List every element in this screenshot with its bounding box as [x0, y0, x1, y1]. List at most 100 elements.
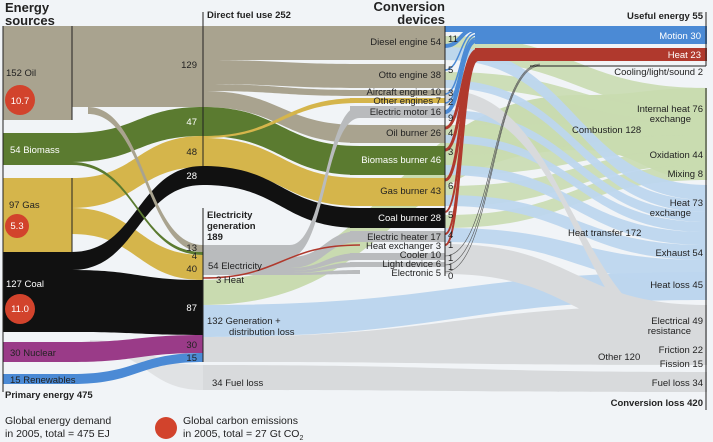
flow-to-other-engines [203, 98, 360, 138]
device-block [350, 98, 445, 103]
heat-transfer-loss-flow [445, 228, 707, 285]
conversion-header: Conversion [373, 0, 445, 14]
device-label: Aircraft engine 10 [367, 87, 441, 98]
fuel-loss-label: 34 Fuel loss [212, 378, 263, 389]
flow-nuclear-elec-band [72, 335, 203, 362]
flow-coal-elec-band [72, 270, 203, 335]
heat-flow [444, 52, 479, 182]
flow-to-gas-burner [203, 138, 360, 206]
source-nuclear-block [3, 342, 72, 362]
heat-transfer-loss-flow [445, 110, 707, 222]
other-loss-flow [203, 305, 707, 365]
device-label: Otto engine 38 [379, 70, 441, 81]
legend-carbon: in 2005, total = 27 Gt CO2 [183, 428, 303, 442]
source-biomass-label: 54 Biomass [10, 145, 60, 156]
combustion-loss-flow [445, 72, 707, 122]
motion-flow [444, 31, 477, 71]
flow-renew-elec-band [72, 353, 203, 384]
flow-biomass-direct-band [72, 107, 203, 162]
device-block [350, 146, 445, 175]
useful-cooling-label: Cooling/light/sound 2 [614, 67, 703, 78]
sources-header: sources [5, 13, 55, 28]
heat-transfer-loss-flow [445, 165, 707, 245]
flow-to-light [290, 262, 360, 273]
direct-fuel-header: Direct fuel use 252 [207, 10, 291, 21]
device-label: Electronic 5 [391, 268, 441, 279]
source-renewables-label: 15 Renewables [10, 375, 76, 386]
flow-gas-elec-band [72, 208, 203, 280]
flow-coal-elec: 87 [186, 303, 197, 314]
elec-gen-value: 189 [207, 232, 223, 243]
combustion-label: Combustion 128 [572, 125, 641, 136]
flow-nuclear-elec: 30 [186, 340, 197, 351]
source-nuclear-label: 30 Nuclear [10, 348, 56, 359]
flow-oil-direct: 129 [181, 60, 197, 71]
device-useful-value: 0 [448, 271, 453, 282]
device-block [350, 208, 445, 228]
loss-electrical-resistance: resistance [648, 326, 691, 337]
flow-oil-direct-band [72, 26, 203, 107]
heat-transfer-loss-flow [445, 80, 707, 212]
device-label: Cooler 10 [400, 250, 441, 261]
emission-coal-value: 11.0 [11, 304, 29, 315]
device-useful-value: 11 [448, 34, 458, 45]
loss-heat-exchange: Heat 73 [670, 198, 703, 209]
legend-demand: in 2005, total = 475 EJ [5, 428, 110, 440]
device-useful-value: 2 [448, 97, 453, 108]
cooling-light-flow [444, 63, 541, 257]
device-block [350, 231, 445, 242]
device-useful-value: 9 [448, 113, 453, 124]
device-label: Other engines 7 [373, 96, 441, 107]
gen-loss-label: 132 Generation + [207, 316, 281, 327]
gen-heat-flow [202, 244, 361, 279]
loss-heat-exchange: exchange [650, 208, 691, 219]
device-useful-value: 5 [448, 65, 453, 76]
flow-to-electronic [290, 270, 360, 275]
legend-demand: Global energy demand [5, 415, 111, 427]
flow-biomass-elec: 4 [192, 251, 197, 262]
loss-fission: Fission 15 [660, 359, 703, 370]
flow-biomass-elec-band [72, 162, 203, 255]
device-useful-value: 1 [448, 240, 453, 251]
combustion-loss-flow [445, 150, 707, 206]
flow-oil-elec: 13 [186, 243, 197, 254]
flow-to-diesel [203, 26, 360, 60]
source-oil-label: 152 Oil [6, 68, 36, 79]
emission-circle-oil [5, 85, 35, 115]
emission-circle-coal [5, 294, 35, 324]
other-loss-flow [445, 90, 707, 365]
heat-flow [444, 48, 479, 130]
other-loss-flow [445, 244, 707, 340]
legend-emission-circle [155, 417, 177, 439]
device-useful-value: 3 [448, 88, 453, 99]
source-renewables-block [3, 374, 72, 384]
flow-coal-direct: 28 [186, 171, 197, 182]
heat-transfer-loss-flow [445, 47, 707, 200]
flow-biomass-direct: 47 [186, 117, 197, 128]
source-gas-label: 97 Gas [9, 200, 40, 211]
conversion-loss-total: Conversion loss 420 [611, 398, 703, 409]
device-useful-value: 3 [448, 147, 453, 158]
device-label: Heat exchanger 3 [366, 241, 441, 252]
loss-fuel: Fuel loss 34 [652, 378, 703, 389]
motion-flow [444, 34, 477, 95]
flow-renew-elec: 15 [186, 353, 197, 364]
loss-electrical-resistance: Electrical 49 [651, 316, 703, 327]
device-label: Biomass burner 46 [361, 155, 441, 166]
loss-internal: exchange [650, 114, 691, 125]
device-label: Oil burner 26 [386, 128, 441, 139]
device-useful-value: 1 [448, 262, 453, 273]
device-block [350, 106, 445, 118]
legend-carbon-text: in 2005, total = 27 Gt CO [183, 428, 299, 440]
loss-internal: Internal heat 76 [637, 104, 703, 115]
useful-heat-label: Heat 23 [668, 50, 701, 61]
device-block [350, 26, 445, 60]
combustion-loss-flow [445, 135, 707, 175]
gen-heat-label: 3 Heat [216, 275, 244, 286]
emission-gas-value: 5.3 [10, 221, 23, 232]
source-biomass-block [3, 133, 72, 165]
device-useful-value: 4 [448, 230, 453, 241]
